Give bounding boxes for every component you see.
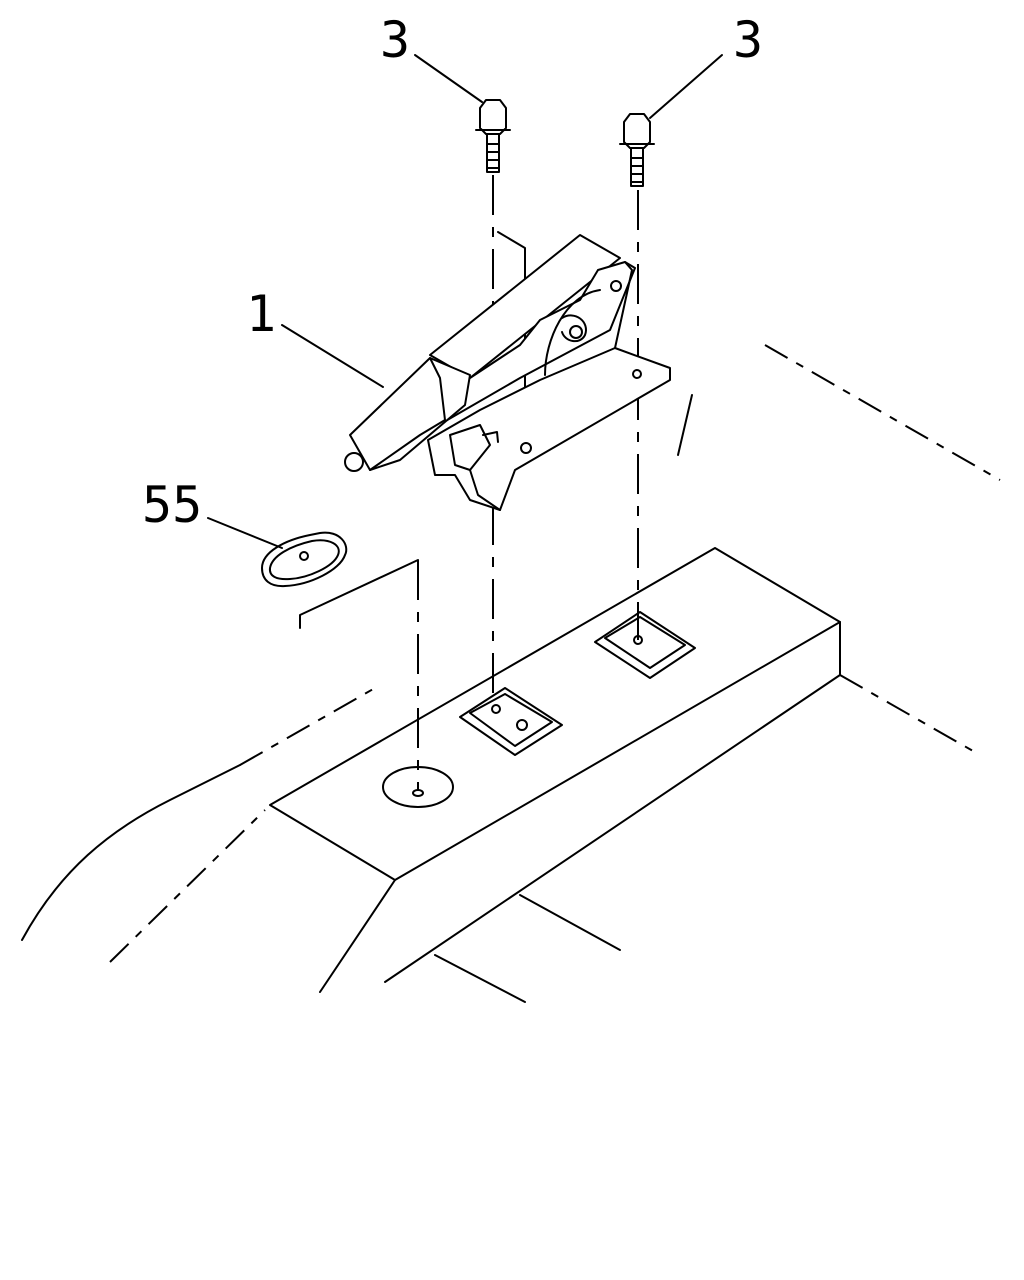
floor-frame (21, 344, 1001, 1003)
callout-lever-label: 1 (246, 285, 276, 343)
callout-cover-label: 55 (142, 476, 202, 534)
mount-pad-center (459, 687, 563, 756)
bolt-right (619, 113, 655, 187)
callout-bolt-right-label: 3 (733, 11, 763, 69)
mount-pad-right (594, 611, 696, 679)
callout-bolt-left-label: 3 (380, 11, 410, 69)
bolt-left (475, 99, 511, 173)
cover-plug (261, 531, 348, 588)
leader-lines (207, 54, 723, 549)
parking-brake-lever (344, 234, 671, 511)
